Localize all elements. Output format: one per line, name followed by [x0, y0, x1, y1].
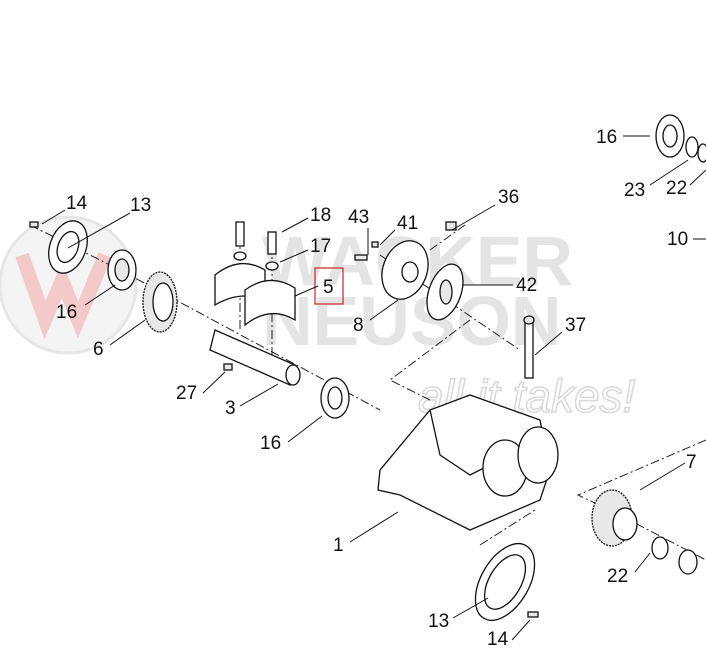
callout-16: 16	[260, 433, 281, 454]
callout-7: 7	[686, 452, 697, 473]
callout-labels: 16 23 22 10 14 13 18 43 41 36 17 5 42 16…	[56, 127, 697, 648]
callout-6: 6	[93, 339, 104, 360]
callout-22: 22	[666, 178, 687, 199]
part-bearing-16-middle	[320, 377, 350, 419]
callout-43: 43	[348, 207, 369, 228]
callout-14: 14	[487, 629, 509, 648]
callout-13: 13	[130, 195, 151, 216]
callout-22: 22	[607, 566, 628, 587]
part-seal-42	[426, 263, 464, 321]
callout-17: 17	[310, 236, 331, 257]
callout-8: 8	[353, 315, 364, 336]
callout-27: 27	[176, 383, 197, 404]
callout-36: 36	[498, 187, 519, 208]
part-cover-13-bottom	[474, 543, 539, 621]
callout-10: 10	[667, 229, 688, 250]
callout-18: 18	[310, 205, 331, 226]
callout-37: 37	[565, 315, 586, 336]
callout-5: 5	[323, 277, 334, 298]
leader-lines	[41, 135, 706, 641]
highlight-box	[314, 267, 344, 305]
part-bearing-16-left	[107, 249, 137, 291]
part-bolt-37	[523, 315, 535, 379]
callout-16: 16	[596, 127, 617, 148]
part-housing-1	[377, 394, 559, 531]
logo-w-mark	[15, 252, 112, 340]
part-cover-13-left	[29, 220, 88, 274]
part-gear-7	[591, 489, 698, 575]
callout-23: 23	[624, 180, 645, 201]
part-gear-6	[142, 271, 178, 333]
callout-1: 1	[333, 535, 344, 556]
callout-14: 14	[66, 193, 88, 214]
callout-13: 13	[428, 611, 449, 632]
part-bearing-cap-5	[214, 221, 296, 327]
part-bearing-16-top	[655, 114, 706, 163]
callout-42: 42	[516, 275, 537, 296]
callout-3: 3	[225, 398, 236, 419]
callout-41: 41	[397, 213, 418, 234]
part-shaft-3	[209, 329, 301, 386]
part-flange-8	[354, 221, 457, 300]
callout-16: 16	[56, 302, 77, 323]
